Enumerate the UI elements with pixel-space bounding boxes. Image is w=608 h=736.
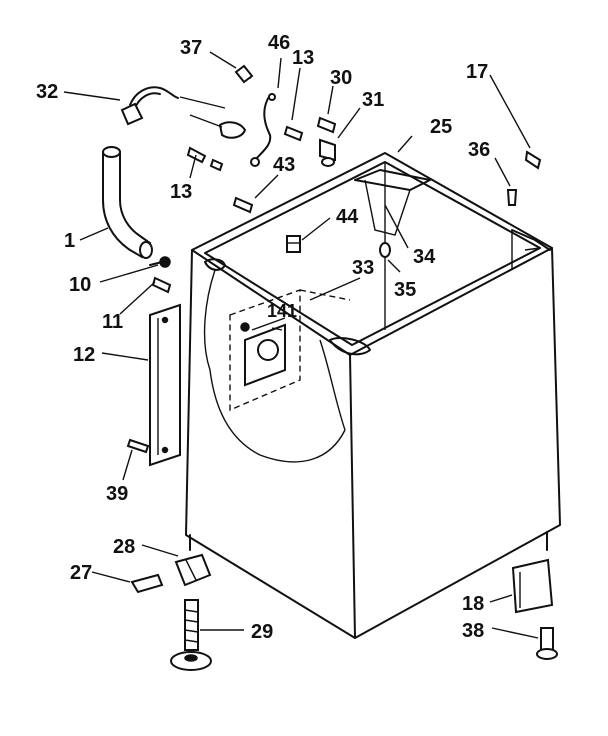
part-35-grommet bbox=[379, 242, 391, 258]
callout-11: 11 bbox=[102, 311, 124, 333]
part-32-fill-hose bbox=[120, 86, 226, 126]
part-1-drain-hose bbox=[102, 146, 153, 259]
part-27-nut bbox=[130, 573, 164, 594]
part-18-bracket bbox=[511, 558, 554, 614]
part-29-leveling-leg bbox=[170, 599, 212, 671]
callout-33: 33 bbox=[352, 257, 375, 279]
callout-29: 29 bbox=[251, 621, 274, 643]
callout-13-top: 13 bbox=[292, 47, 315, 69]
part-30-31-switch bbox=[316, 116, 337, 167]
part-141-water-valve bbox=[240, 322, 286, 387]
part-17-clip bbox=[524, 150, 542, 170]
wire-harness bbox=[186, 64, 304, 214]
part-12-bracket bbox=[149, 303, 181, 467]
callout-44: 44 bbox=[336, 206, 359, 228]
callout-35: 35 bbox=[394, 279, 417, 301]
callout-27: 27 bbox=[70, 562, 93, 584]
callout-39: 39 bbox=[106, 483, 129, 505]
part-36-screw bbox=[506, 189, 518, 206]
callout-46: 46 bbox=[268, 32, 291, 54]
callout-141: 141 bbox=[267, 301, 298, 321]
callout-43: 43 bbox=[273, 154, 296, 176]
cabinet-25 bbox=[185, 152, 561, 639]
callout-18: 18 bbox=[462, 593, 485, 615]
callout-32: 32 bbox=[36, 81, 59, 103]
callout-25: 25 bbox=[430, 116, 453, 138]
callout-13-left: 13 bbox=[170, 181, 193, 203]
leader-lines bbox=[63, 51, 539, 639]
callout-12: 12 bbox=[73, 344, 96, 366]
part-28-leg-bracket bbox=[174, 553, 212, 587]
callout-10: 10 bbox=[69, 274, 92, 296]
callout-31: 31 bbox=[362, 89, 385, 111]
callout-34: 34 bbox=[413, 246, 436, 268]
part-44-connector bbox=[286, 235, 301, 253]
callout-37: 37 bbox=[180, 37, 203, 59]
callout-1: 1 bbox=[64, 230, 76, 252]
callout-36: 36 bbox=[468, 139, 491, 161]
callout-38: 38 bbox=[462, 620, 485, 642]
callout-30: 30 bbox=[330, 67, 353, 89]
part-11-screw bbox=[151, 276, 172, 294]
part-39-screw bbox=[126, 438, 150, 454]
callout-17: 17 bbox=[466, 61, 489, 83]
callout-28: 28 bbox=[113, 536, 136, 558]
part-38-bolt bbox=[536, 627, 558, 660]
part-10-clamp bbox=[149, 256, 171, 268]
